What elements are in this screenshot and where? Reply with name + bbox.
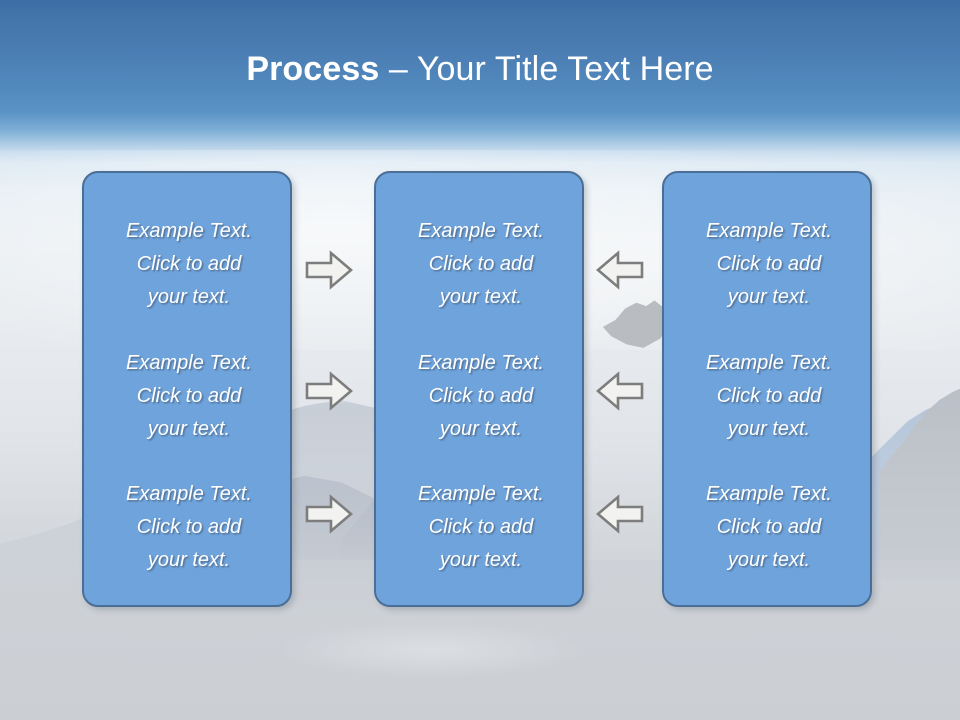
text-placeholder-c3-r3[interactable]: Example Text. Click to add your text. — [664, 478, 874, 577]
placeholder-line-1: Example Text. — [418, 220, 544, 242]
placeholder-line-2: Click to add — [716, 253, 822, 275]
text-placeholder-c3-r2[interactable]: Example Text. Click to add your text. — [664, 347, 874, 446]
placeholder-line-3: your text. — [147, 549, 231, 571]
process-box-column-3[interactable]: Example Text. Click to add your text. Ex… — [662, 171, 872, 607]
process-box-column-1[interactable]: Example Text. Click to add your text. Ex… — [82, 171, 292, 607]
placeholder-line-3: your text. — [439, 418, 523, 440]
placeholder-line-3: your text. — [439, 286, 523, 308]
placeholder-line-1: Example Text. — [706, 352, 832, 374]
placeholder-line-2: Click to add — [428, 516, 534, 538]
arrow-left-icon-row-2[interactable] — [596, 371, 644, 411]
placeholder-line-2: Click to add — [716, 516, 822, 538]
text-placeholder-c2-r2[interactable]: Example Text. Click to add your text. — [376, 347, 586, 446]
text-placeholder-c3-r1[interactable]: Example Text. Click to add your text. — [664, 215, 874, 314]
placeholder-line-2: Click to add — [136, 253, 242, 275]
placeholder-line-3: your text. — [147, 418, 231, 440]
slide-title[interactable]: Process – Your Title Text Here — [0, 48, 960, 90]
placeholder-line-1: Example Text. — [706, 483, 832, 505]
placeholder-line-2: Click to add — [716, 385, 822, 407]
placeholder-line-3: your text. — [727, 286, 811, 308]
arrow-left-icon-row-3[interactable] — [596, 494, 644, 534]
placeholder-line-1: Example Text. — [126, 220, 252, 242]
arrow-right-icon-row-3[interactable] — [305, 494, 353, 534]
placeholder-line-2: Click to add — [428, 253, 534, 275]
placeholder-line-1: Example Text. — [418, 483, 544, 505]
placeholder-line-2: Click to add — [136, 385, 242, 407]
slide-title-bold: Process — [246, 50, 380, 88]
arrow-right-icon-row-1[interactable] — [305, 250, 353, 290]
background-mist-swirl — [270, 620, 590, 680]
placeholder-line-3: your text. — [439, 549, 523, 571]
arrow-left-icon-row-1[interactable] — [596, 250, 644, 290]
text-placeholder-c2-r3[interactable]: Example Text. Click to add your text. — [376, 478, 586, 577]
text-placeholder-c2-r1[interactable]: Example Text. Click to add your text. — [376, 215, 586, 314]
placeholder-line-1: Example Text. — [126, 352, 252, 374]
arrow-right-icon-row-2[interactable] — [305, 371, 353, 411]
placeholder-line-1: Example Text. — [706, 220, 832, 242]
placeholder-line-3: your text. — [147, 286, 231, 308]
placeholder-line-1: Example Text. — [126, 483, 252, 505]
placeholder-line-1: Example Text. — [418, 352, 544, 374]
placeholder-line-3: your text. — [727, 549, 811, 571]
slide-title-rest: – Your Title Text Here — [379, 50, 714, 88]
placeholder-line-2: Click to add — [136, 516, 242, 538]
placeholder-line-2: Click to add — [428, 385, 534, 407]
text-placeholder-c1-r2[interactable]: Example Text. Click to add your text. — [84, 347, 294, 446]
title-band: Process – Your Title Text Here — [0, 0, 960, 128]
process-box-column-2[interactable]: Example Text. Click to add your text. Ex… — [374, 171, 584, 607]
text-placeholder-c1-r1[interactable]: Example Text. Click to add your text. — [84, 215, 294, 314]
text-placeholder-c1-r3[interactable]: Example Text. Click to add your text. — [84, 478, 294, 577]
placeholder-line-3: your text. — [727, 418, 811, 440]
